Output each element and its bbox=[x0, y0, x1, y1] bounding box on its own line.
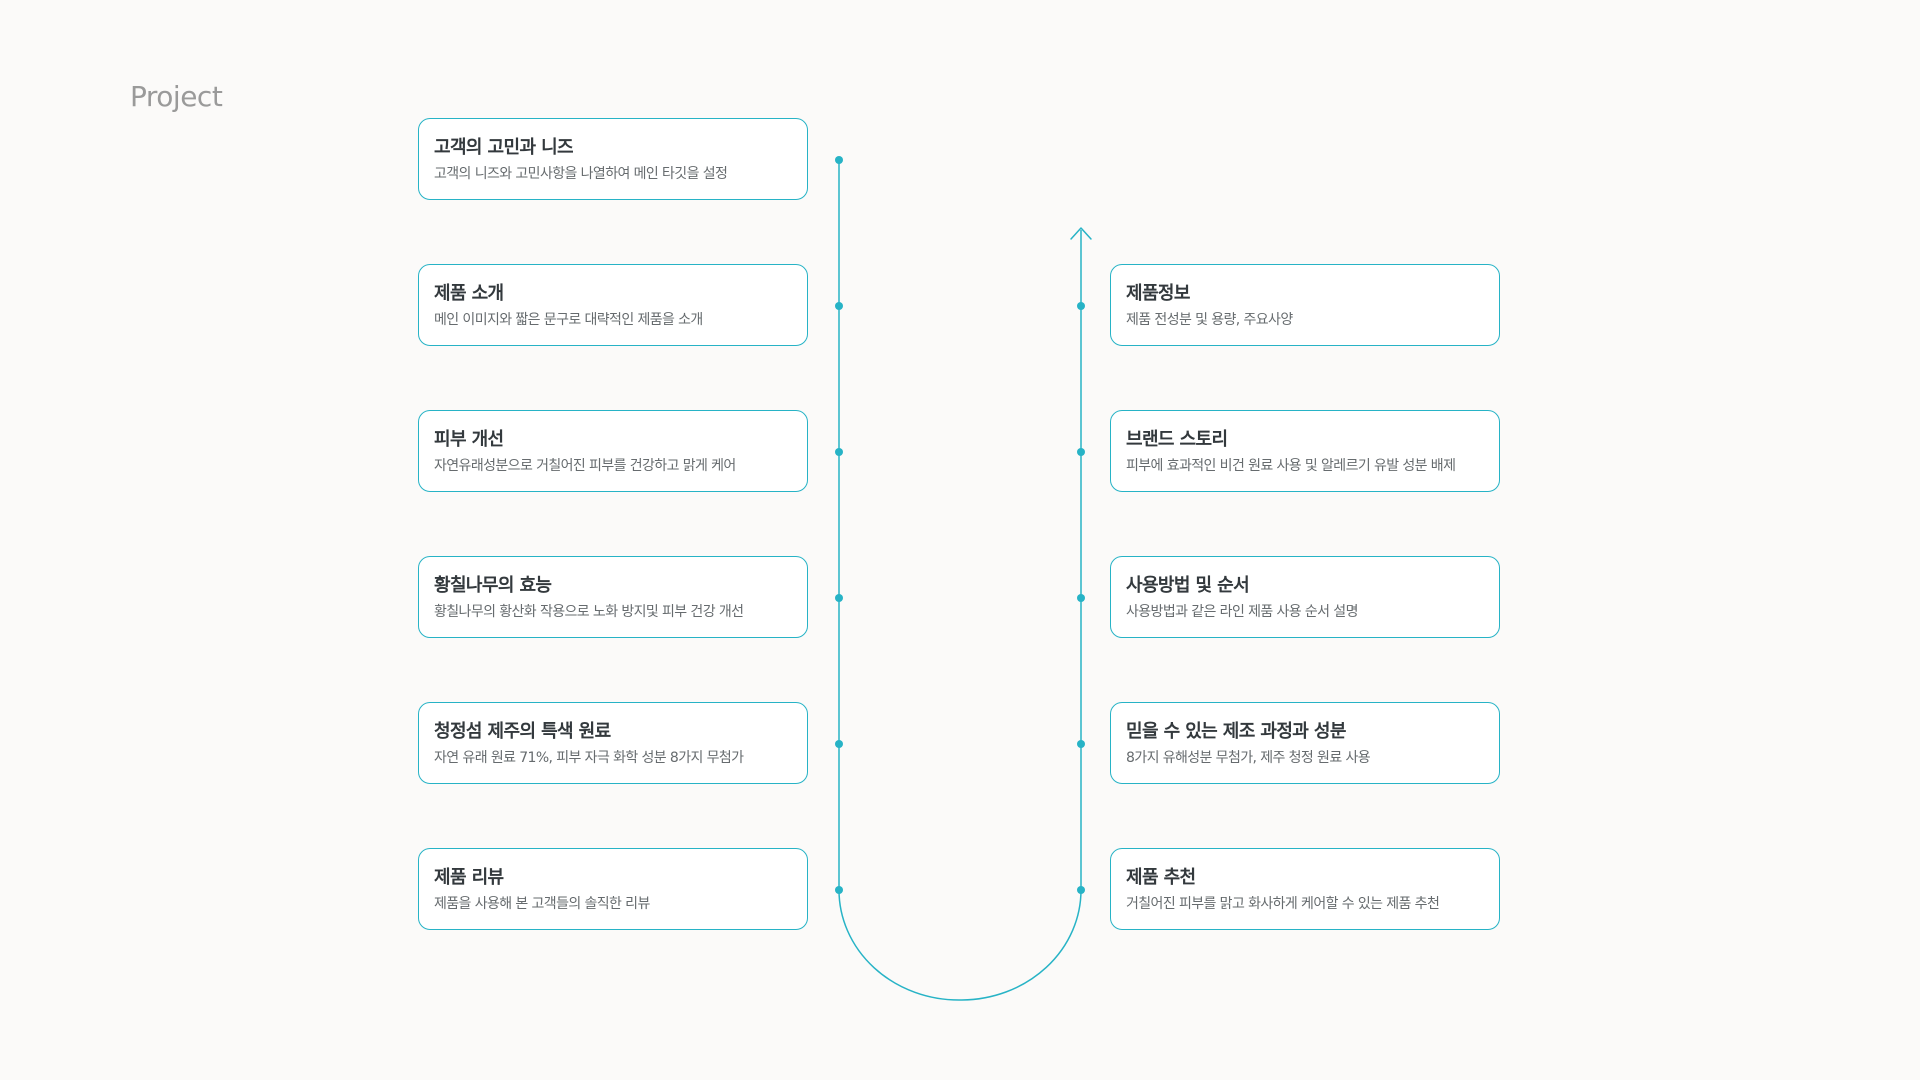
step-card-customer-needs: 고객의 고민과 니즈 고객의 니즈와 고민사항을 나열하여 메인 타깃을 설정 bbox=[418, 118, 808, 200]
node-dot-left-4 bbox=[835, 594, 843, 602]
step-description: 자연유래성분으로 거칠어진 피부를 건강하고 맑게 케어 bbox=[434, 458, 736, 474]
node-dot-right-2 bbox=[1077, 448, 1085, 456]
step-title: 제품 소개 bbox=[434, 283, 504, 304]
step-card-usage-order: 사용방법 및 순서 사용방법과 같은 라인 제품 사용 순서 설명 bbox=[1110, 556, 1500, 638]
node-dot-left-5 bbox=[835, 740, 843, 748]
step-title: 청정섬 제주의 특색 원료 bbox=[434, 721, 611, 742]
node-dot-left-6 bbox=[835, 886, 843, 894]
flow-path bbox=[838, 160, 1082, 1001]
step-title: 믿을 수 있는 제조 과정과 성분 bbox=[1126, 721, 1346, 742]
node-dot-right-5 bbox=[1077, 886, 1085, 894]
step-description: 제품을 사용해 본 고객들의 솔직한 리뷰 bbox=[434, 896, 650, 912]
node-dot-right-4 bbox=[1077, 740, 1085, 748]
step-card-jeju-ingredients: 청정섬 제주의 특색 원료 자연 유래 원료 71%, 피부 자극 화학 성분 … bbox=[418, 702, 808, 784]
step-description: 메인 이미지와 짧은 문구로 대략적인 제품을 소개 bbox=[434, 312, 703, 328]
node-dot-right-3 bbox=[1077, 594, 1085, 602]
step-description: 황칠나무의 황산화 작용으로 노화 방지및 피부 건강 개선 bbox=[434, 604, 744, 620]
step-card-hwangchil-effect: 황칠나무의 효능 황칠나무의 황산화 작용으로 노화 방지및 피부 건강 개선 bbox=[418, 556, 808, 638]
step-card-skin-improvement: 피부 개선 자연유래성분으로 거칠어진 피부를 건강하고 맑게 케어 bbox=[418, 410, 808, 492]
step-description: 사용방법과 같은 라인 제품 사용 순서 설명 bbox=[1126, 604, 1358, 620]
step-title: 브랜드 스토리 bbox=[1126, 429, 1228, 450]
step-card-brand-story: 브랜드 스토리 피부에 효과적인 비건 원료 사용 및 알레르기 유발 성분 배… bbox=[1110, 410, 1500, 492]
step-title: 제품정보 bbox=[1126, 283, 1190, 304]
step-card-manufacturing: 믿을 수 있는 제조 과정과 성분 8가지 유해성분 무첨가, 제주 청정 원료… bbox=[1110, 702, 1500, 784]
step-description: 거칠어진 피부를 맑고 화사하게 케어할 수 있는 제품 추천 bbox=[1126, 896, 1440, 912]
page-title: Project bbox=[130, 80, 223, 113]
step-title: 제품 리뷰 bbox=[434, 867, 504, 888]
node-dot-left-1 bbox=[835, 156, 843, 164]
step-description: 8가지 유해성분 무첨가, 제주 청정 원료 사용 bbox=[1126, 750, 1371, 766]
step-description: 피부에 효과적인 비건 원료 사용 및 알레르기 유발 성분 배제 bbox=[1126, 458, 1456, 474]
step-title: 고객의 고민과 니즈 bbox=[434, 137, 574, 158]
step-title: 제품 추천 bbox=[1126, 867, 1196, 888]
step-description: 고객의 니즈와 고민사항을 나열하여 메인 타깃을 설정 bbox=[434, 166, 728, 182]
step-description: 자연 유래 원료 71%, 피부 자극 화학 성분 8가지 무첨가 bbox=[434, 750, 744, 766]
step-card-product-recommendation: 제품 추천 거칠어진 피부를 맑고 화사하게 케어할 수 있는 제품 추천 bbox=[1110, 848, 1500, 930]
node-dot-left-2 bbox=[835, 302, 843, 310]
step-title: 피부 개선 bbox=[434, 429, 504, 450]
step-title: 황칠나무의 효능 bbox=[434, 575, 552, 596]
arrow-head-icon bbox=[1070, 227, 1092, 240]
step-card-product-info: 제품정보 제품 전성분 및 용량, 주요사양 bbox=[1110, 264, 1500, 346]
step-description: 제품 전성분 및 용량, 주요사양 bbox=[1126, 312, 1293, 328]
node-dot-right-1 bbox=[1077, 302, 1085, 310]
step-card-product-intro: 제품 소개 메인 이미지와 짧은 문구로 대략적인 제품을 소개 bbox=[418, 264, 808, 346]
step-title: 사용방법 및 순서 bbox=[1126, 575, 1250, 596]
node-dot-left-3 bbox=[835, 448, 843, 456]
step-card-product-review: 제품 리뷰 제품을 사용해 본 고객들의 솔직한 리뷰 bbox=[418, 848, 808, 930]
